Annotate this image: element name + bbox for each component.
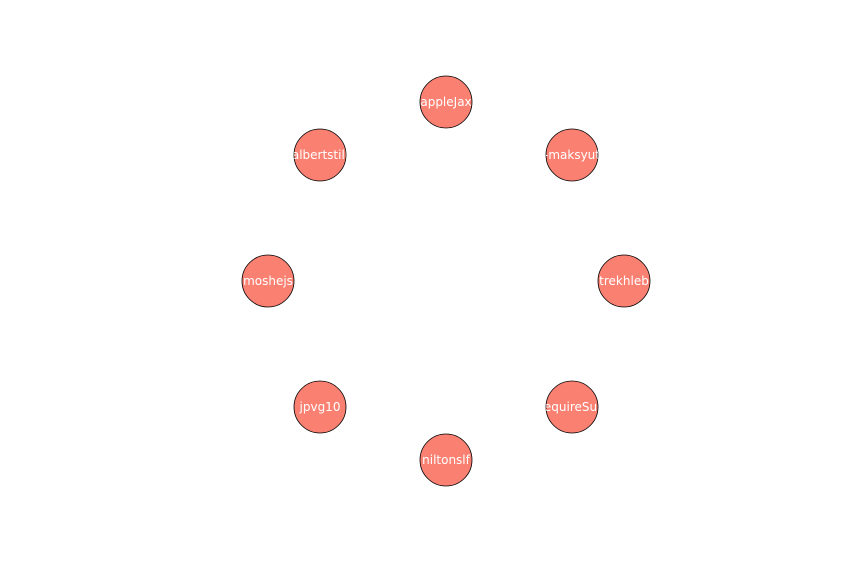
graph-node: jpvg10 [293, 380, 347, 434]
node-circle [419, 433, 473, 487]
node-label: trekhleb [599, 274, 649, 288]
node-circle [293, 128, 347, 182]
graph-node: niltonslf [419, 433, 473, 487]
node-label: niltonslf [422, 453, 471, 467]
node-label: albertstill [292, 148, 348, 162]
graph-node: appleJax [419, 75, 473, 129]
graph-node: moshejs [241, 254, 295, 308]
node-label: requireSun [539, 400, 605, 414]
graph-node: trekhleb [597, 254, 651, 308]
node-circle [545, 380, 599, 434]
node-circle [293, 380, 347, 434]
node-circle [241, 254, 295, 308]
node-circle [419, 75, 473, 129]
node-label: jpvg10 [299, 400, 341, 414]
node-circle [545, 128, 599, 182]
graph-node: -maksyut [544, 128, 600, 182]
node-label: moshejs [243, 274, 293, 288]
node-circle [597, 254, 651, 308]
node-label: appleJax [420, 95, 471, 109]
node-label: -maksyut [544, 148, 600, 162]
graph-node: requireSun [539, 380, 605, 434]
graph-node: albertstill [292, 128, 348, 182]
